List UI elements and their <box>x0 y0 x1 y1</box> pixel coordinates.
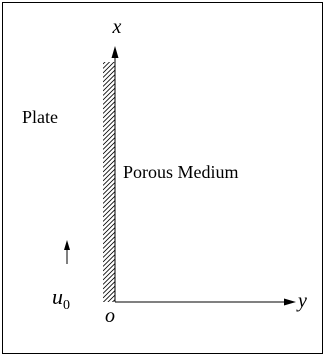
diagram-frame <box>2 2 323 354</box>
hatch-line <box>103 92 115 105</box>
hatch-line <box>103 285 115 299</box>
hatch-line <box>103 146 115 159</box>
plate-hatching <box>103 62 115 302</box>
hatch-line <box>103 132 115 146</box>
hatch-line <box>103 87 115 101</box>
x-axis-label: x <box>112 16 122 38</box>
hatch-line <box>103 254 115 267</box>
velocity-subscript: 0 <box>63 298 70 313</box>
hatch-line <box>103 209 115 222</box>
hatch-line <box>103 227 115 240</box>
hatch-line <box>103 119 115 132</box>
hatch-line <box>103 65 115 78</box>
hatch-line <box>103 263 115 276</box>
hatch-line <box>103 141 115 155</box>
hatch-line <box>103 204 115 218</box>
y-axis-label: y <box>296 290 307 312</box>
hatch-line <box>103 114 115 128</box>
hatch-line <box>103 74 115 87</box>
hatch-line <box>103 177 115 191</box>
hatch-line <box>103 281 115 294</box>
hatch-line <box>103 62 115 74</box>
hatch-line <box>103 249 115 263</box>
hatch-line <box>103 155 115 168</box>
hatch-line <box>103 231 115 245</box>
plate-label: Plate <box>22 107 58 127</box>
hatch-line <box>103 128 115 141</box>
hatch-line <box>103 173 115 186</box>
hatch-line <box>103 200 115 213</box>
velocity-symbol: u <box>52 284 63 309</box>
hatch-line <box>103 213 115 227</box>
hatch-line <box>103 290 115 302</box>
hatch-line <box>103 272 115 285</box>
hatch-line <box>103 168 115 182</box>
velocity-label: u0 <box>52 284 70 313</box>
hatch-line <box>103 186 115 200</box>
hatch-line <box>103 195 115 209</box>
hatch-line <box>103 191 115 204</box>
hatch-line <box>103 222 115 236</box>
hatch-line <box>103 78 115 92</box>
hatch-line <box>103 62 111 69</box>
hatch-line <box>103 69 115 83</box>
hatch-line <box>103 236 115 249</box>
hatch-line <box>103 150 115 164</box>
hatch-line <box>103 258 115 272</box>
hatch-line <box>103 245 115 258</box>
hatch-line <box>103 182 115 195</box>
hatch-line <box>103 137 115 150</box>
hatch-line <box>103 96 115 110</box>
hatch-line <box>103 164 115 177</box>
hatch-line <box>103 276 115 290</box>
hatch-line <box>103 101 115 114</box>
hatch-line <box>103 105 115 119</box>
hatch-line <box>103 159 115 173</box>
hatch-line <box>103 83 115 96</box>
hatch-line <box>103 110 115 123</box>
origin-label: o <box>105 305 115 327</box>
porous-medium-label: Porous Medium <box>123 162 239 182</box>
hatch-line <box>103 267 115 281</box>
velocity-arrow-icon <box>64 240 70 250</box>
hatch-line <box>103 123 115 137</box>
hatch-line <box>111 299 115 302</box>
hatch-line <box>103 218 115 231</box>
y-axis-arrowhead <box>284 298 296 306</box>
hatch-line <box>107 294 115 302</box>
x-axis-arrowhead <box>111 46 119 58</box>
hatch-line <box>103 240 115 254</box>
